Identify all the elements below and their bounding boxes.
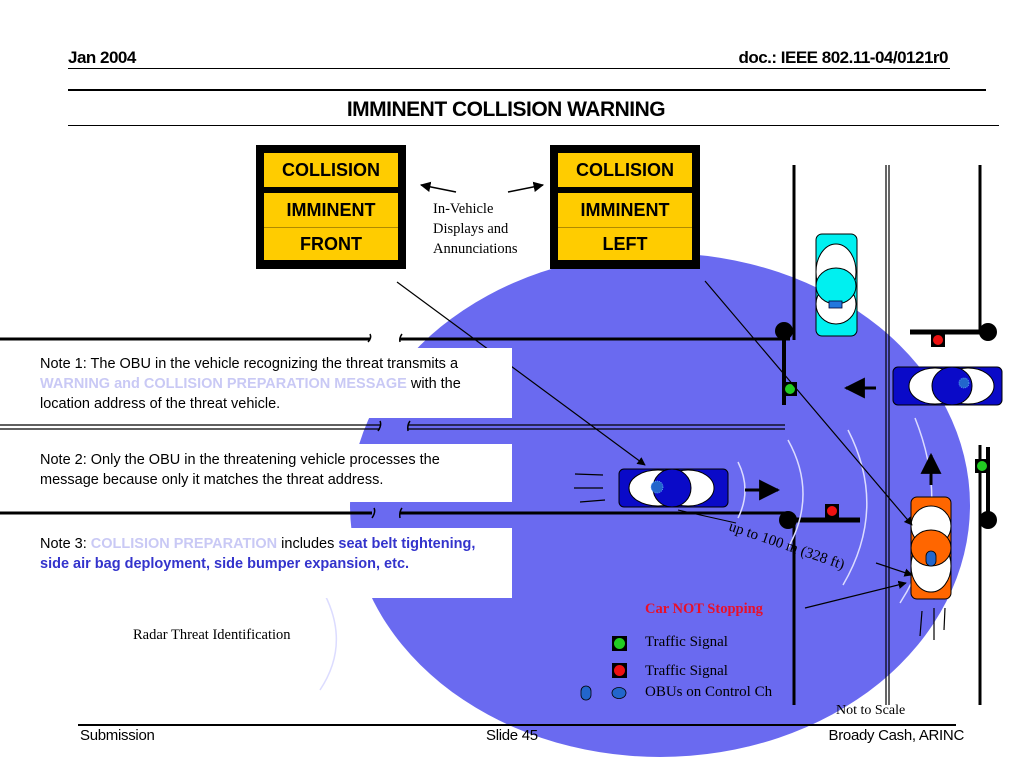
obu-icon [958,377,970,389]
obu-icon [828,300,843,309]
legend-obu-label: OBUs on Control Ch [645,684,773,700]
motion-lines-threat [574,473,606,503]
traffic-signal-se [975,447,997,529]
title-top-rule [68,89,986,91]
green-traffic-signal-icon [614,638,625,649]
red-signal-light [933,335,943,345]
legend-red-signal-label: Traffic Signal [645,663,728,679]
obu-icon [925,550,937,567]
road-bottom-edge [0,507,790,519]
display-front-line1: COLLISION [264,153,398,187]
footer-slide-number: Slide 45 [486,727,538,744]
display-caption: In-Vehicle Displays and Annunciations [433,201,518,257]
display-front-line3: FRONT [264,228,398,260]
note-3-highlight: COLLISION PREPARATION [90,536,278,552]
obu-icon [650,480,664,494]
car-cyan [815,233,858,337]
footer-left: Submission [80,727,155,744]
red-traffic-signal-icon [614,665,625,676]
range-arrow [875,562,913,577]
car-blue-threat [618,468,729,508]
obu-vertical-icon [580,685,592,701]
display-left-line2: IMMINENT [558,193,692,228]
slide-title: IMMINENT COLLISION WARNING [346,98,666,121]
display-left-line1: COLLISION [558,153,692,187]
obu-horizontal-icon [611,687,627,699]
note-1-highlight: WARNING and COLLISION PREPARATION MESSAG… [40,376,407,392]
pointer-front-display [396,281,646,466]
not-to-scale-label: Not to Scale [836,703,906,718]
header-date: Jan 2004 [68,48,136,67]
display-front-line2: IMMINENT [264,193,398,228]
note-3: Note 3: COLLISION PREPARATION includes s… [0,528,512,598]
green-signal-light [977,461,987,471]
road-center-line [0,420,785,432]
car-not-stopping-label: Car NOT Stopping [645,601,763,617]
car-orange [910,496,952,600]
not-stopping-arrow [804,580,907,609]
display-front: COLLISION IMMINENT FRONT [256,145,406,269]
header-doc-id: doc.: IEEE 802.11-04/0121r0 [738,48,948,67]
note-2: Note 2: Only the OBU in the threatening … [0,444,512,502]
car-blue-east [892,366,1003,406]
legend-green-signal-label: Traffic Signal [645,634,728,650]
green-signal-light [785,384,795,394]
footer-rule [78,724,956,726]
header-rule [68,68,950,69]
note-3-emphasis: seat belt tightening, side air bag deplo… [40,536,476,572]
pointer-caption-left [419,181,457,193]
pointer-left-display [704,280,913,526]
red-signal-light [827,506,837,516]
range-line [677,509,737,524]
display-left-line3: LEFT [558,228,692,260]
title-bottom-rule [68,125,999,126]
note-1: Note 1: The OBU in the vehicle recognizi… [0,348,512,418]
pointer-caption-right [507,181,545,193]
radar-label: Radar Threat Identification [133,627,291,643]
motion-lines-orange [919,607,946,640]
traffic-signal-sw [779,504,860,529]
display-left: COLLISION IMMINENT LEFT [550,145,700,269]
traffic-signal-ne [931,323,997,347]
footer-author: Broady Cash, ARINC [828,727,965,744]
road-top-edge [0,333,790,343]
